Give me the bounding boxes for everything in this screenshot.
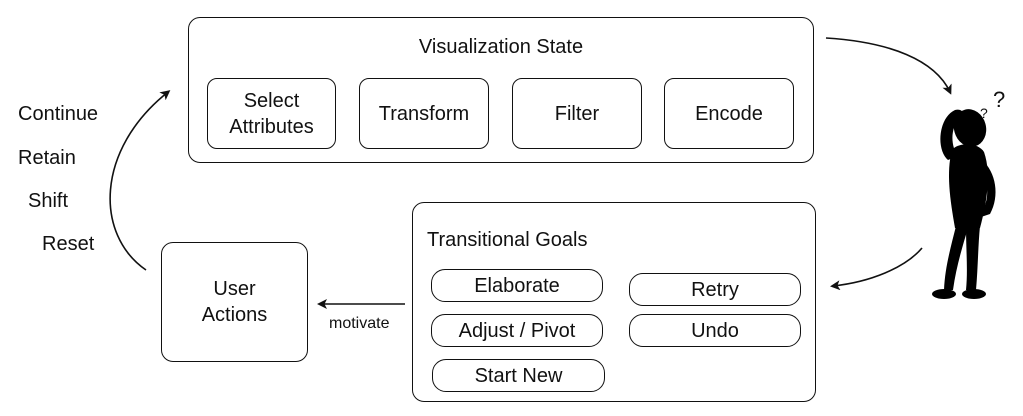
goal-adjust-pivot: Adjust / Pivot bbox=[431, 314, 603, 347]
question-mark-icon: ? bbox=[980, 105, 988, 121]
arrow-user-to-goals bbox=[830, 247, 923, 291]
goal-start-new: Start New bbox=[432, 359, 605, 392]
visualization-state-title: Visualization State bbox=[418, 36, 584, 58]
state-item-transform: Transform bbox=[359, 78, 489, 149]
goal-label: Adjust / Pivot bbox=[458, 319, 576, 342]
confused-person-icon bbox=[932, 109, 996, 299]
state-item-label: Select bbox=[243, 89, 300, 112]
arrow-loop-to-state bbox=[109, 90, 171, 271]
goal-label: Retry bbox=[691, 278, 739, 301]
question-mark-icon: ? bbox=[993, 87, 1005, 112]
user-actions-label: User bbox=[213, 278, 256, 300]
goal-retry: Retry bbox=[629, 273, 801, 306]
goal-label: Start New bbox=[474, 364, 563, 387]
state-item-encode: Encode bbox=[664, 78, 794, 149]
goal-elaborate: Elaborate bbox=[431, 269, 603, 302]
motivate-label: motivate bbox=[329, 315, 390, 332]
goal-label: Elaborate bbox=[474, 274, 560, 297]
goal-undo: Undo bbox=[629, 314, 801, 347]
user-actions-box: User Actions bbox=[161, 242, 308, 362]
state-item-label: Filter bbox=[554, 102, 600, 125]
goal-label: Undo bbox=[691, 319, 739, 342]
state-item-label: Encode bbox=[695, 102, 763, 125]
state-item-filter: Filter bbox=[512, 78, 642, 149]
transitional-goals-title: Transitional Goals bbox=[427, 229, 588, 251]
state-item-label: Transform bbox=[378, 102, 470, 125]
loop-label-shift: Shift bbox=[28, 190, 69, 212]
loop-label-retain: Retain bbox=[18, 147, 76, 169]
loop-label-continue: Continue bbox=[18, 103, 99, 125]
user-actions-label: Actions bbox=[201, 304, 268, 326]
state-item-label: Attributes bbox=[229, 115, 314, 138]
state-item-select-attributes: Select Attributes bbox=[207, 78, 336, 149]
loop-label-reset: Reset bbox=[42, 233, 95, 255]
arrow-state-to-user bbox=[825, 37, 952, 95]
